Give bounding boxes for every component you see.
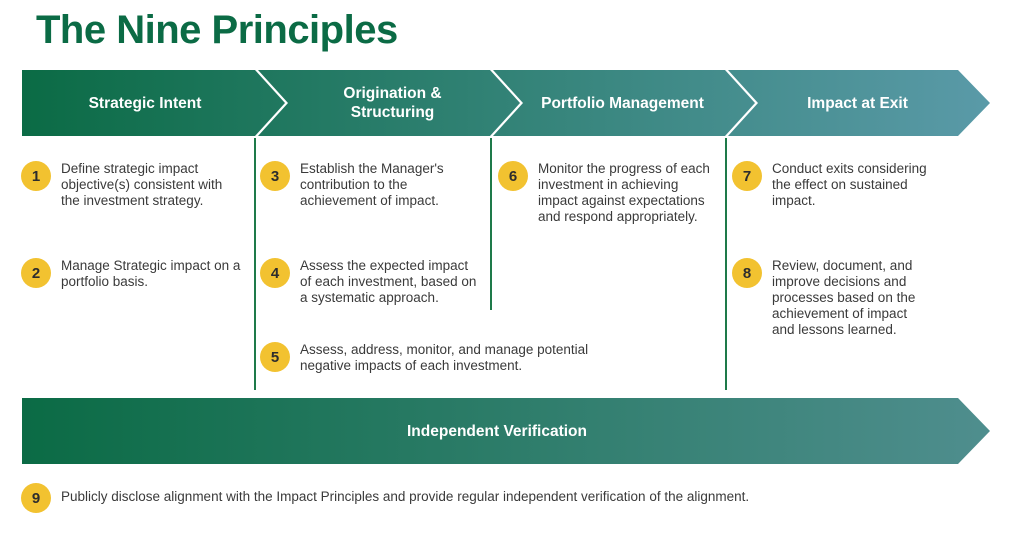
principle-item: 4 Assess the expected impact of each inv… xyxy=(260,258,482,306)
principle-item: 7 Conduct exits considering the effect o… xyxy=(732,161,932,209)
divider-line xyxy=(254,138,256,390)
principle-number-badge: 5 xyxy=(260,342,290,372)
principle-text: Conduct exits considering the effect on … xyxy=(772,161,927,208)
divider-line xyxy=(725,138,727,390)
principle-item: 3 Establish the Manager's contribution t… xyxy=(260,161,482,209)
principle-item: 9 Publicly disclose alignment with the I… xyxy=(21,483,921,513)
verification-arrow xyxy=(22,398,990,464)
stage-label-portfolio: Portfolio Management xyxy=(541,94,704,112)
principle-item: 5 Assess, address, monitor, and manage p… xyxy=(260,342,620,374)
principle-number-badge: 9 xyxy=(21,483,51,513)
principle-number-badge: 4 xyxy=(260,258,290,288)
principle-text: Define strategic impact objective(s) con… xyxy=(61,161,223,208)
page-title: The Nine Principles xyxy=(36,8,398,52)
divider-line xyxy=(490,138,492,310)
principle-text: Establish the Manager's contribution to … xyxy=(300,161,444,208)
stage-arrow-exit xyxy=(728,70,990,136)
stage-label-exit: Impact at Exit xyxy=(807,94,908,112)
principle-number-badge: 8 xyxy=(732,258,762,288)
principle-text: Monitor the progress of each investment … xyxy=(538,161,710,224)
principle-number-badge: 7 xyxy=(732,161,762,191)
principle-item: 1 Define strategic impact objective(s) c… xyxy=(21,161,243,209)
stage-label-origination: Origination & Structuring xyxy=(343,85,442,121)
principle-item: 2 Manage Strategic impact on a portfolio… xyxy=(21,258,243,290)
principle-number-badge: 6 xyxy=(498,161,528,191)
stage-arrow-strategic-intent xyxy=(22,70,285,136)
principle-text: Assess, address, monitor, and manage pot… xyxy=(300,342,589,373)
stage-arrow-origination xyxy=(258,70,520,136)
principle-item: 6 Monitor the progress of each investmen… xyxy=(498,161,713,225)
stage-arrow-portfolio xyxy=(493,70,755,136)
principle-number-badge: 2 xyxy=(21,258,51,288)
stage-label-strategic-intent: Strategic Intent xyxy=(88,94,202,112)
principle-text: Review, document, and improve decisions … xyxy=(772,258,916,337)
principle-text: Manage Strategic impact on a portfolio b… xyxy=(61,258,241,289)
principle-text: Assess the expected impact of each inves… xyxy=(300,258,477,305)
principle-number-badge: 1 xyxy=(21,161,51,191)
principle-text: Publicly disclose alignment with the Imp… xyxy=(61,489,750,504)
verification-label: Independent Verification xyxy=(407,422,587,440)
principle-item: 8 Review, document, and improve decision… xyxy=(732,258,932,338)
principle-number-badge: 3 xyxy=(260,161,290,191)
